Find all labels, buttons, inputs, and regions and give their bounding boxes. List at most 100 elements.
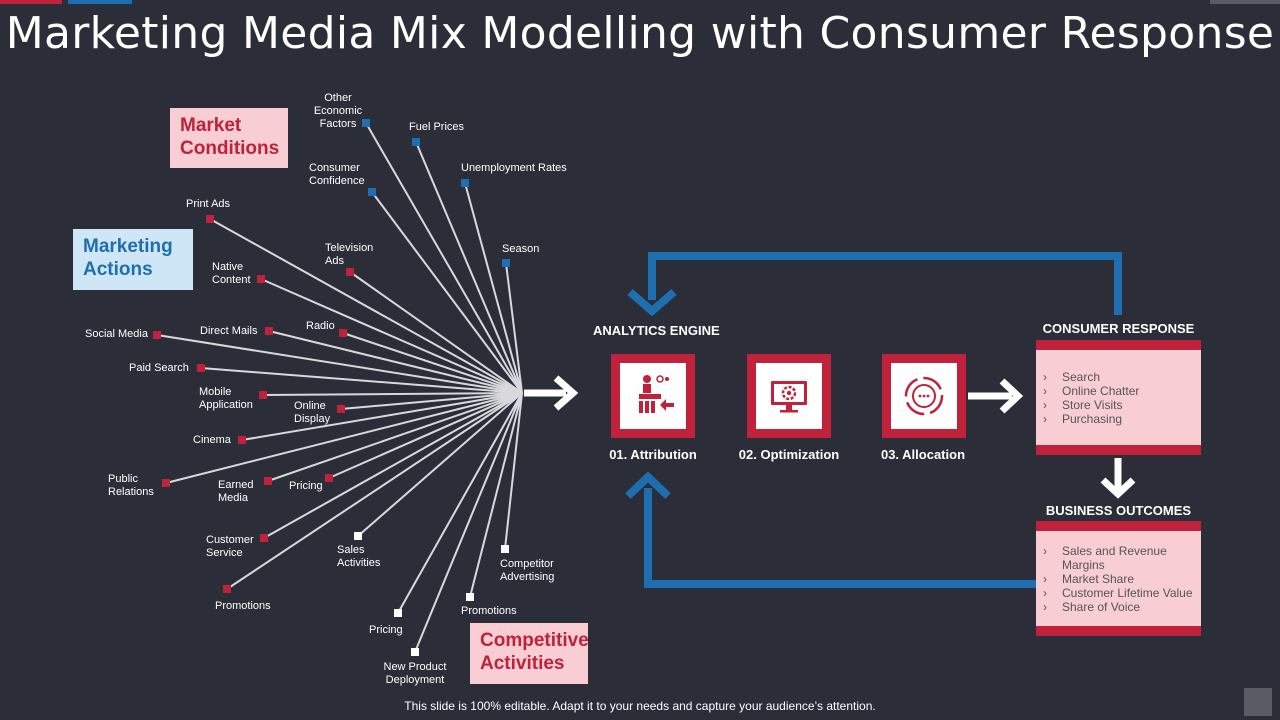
consumer-response-heading: CONSUMER RESPONSE: [1042, 321, 1195, 336]
marketing-wire: [340, 392, 523, 410]
attribution-icon: [620, 363, 686, 429]
optimization-label: 02. Optimization: [738, 447, 840, 462]
node-label-television-ads: Television Ads: [325, 242, 374, 267]
marketing-wire: [349, 271, 523, 394]
competitive-marker: [411, 648, 419, 656]
node-label-customer-service: Customer Service: [206, 534, 254, 559]
business-outcomes-panel: ›Sales and Revenue Margins ›Market Share…: [1036, 521, 1201, 636]
list-item: ›Online Chatter: [1043, 384, 1140, 398]
panel-top-band: [1036, 521, 1201, 531]
marketing-marker: [337, 405, 345, 413]
marketing-marker: [325, 474, 333, 482]
top-accent-blue: [68, 0, 132, 4]
marketing-wire: [267, 392, 523, 482]
list-item: ›Search: [1043, 370, 1101, 384]
market-conditions-box: Market Conditions: [170, 108, 288, 168]
list-item: ›Share of Voice: [1043, 600, 1141, 614]
node-label-promotions-marketing: Promotions: [215, 600, 271, 612]
marketing-marker: [260, 534, 268, 542]
node-label-public-relations: Public Relations: [108, 473, 154, 498]
marketing-wire: [262, 392, 523, 396]
marketing-marker: [162, 479, 170, 487]
node-label-paid-search: Paid Search: [129, 362, 189, 374]
marketing-marker: [206, 215, 214, 223]
market-wire: [365, 122, 523, 394]
marketing-marker: [197, 364, 205, 372]
allocation-label: 03. Allocation: [880, 447, 966, 462]
marketing-marker: [238, 436, 246, 444]
allocation-card: [882, 354, 966, 438]
monitor-gear-icon: [756, 363, 822, 429]
hub-arrow-head: [553, 375, 579, 411]
competitive-wire: [469, 392, 523, 598]
node-label-competitor-advertising: Competitor Advertising: [500, 558, 555, 583]
node-label-social-media: Social Media: [85, 328, 148, 340]
feedback-loop-bottom-head: [625, 471, 671, 499]
marketing-wire: [200, 367, 523, 394]
node-label-direct-mails: Direct Mails: [200, 325, 258, 337]
list-item: ›Purchasing: [1043, 412, 1123, 426]
node-label-promotions-competitive: Promotions: [461, 605, 517, 617]
optimization-card: [747, 354, 831, 438]
allocation-arrow-head: [999, 378, 1024, 414]
marketing-wire: [226, 392, 523, 590]
marketing-marker: [264, 477, 272, 485]
competitive-marker: [501, 545, 509, 553]
list-item: ›Sales and Revenue Margins: [1043, 544, 1167, 572]
competitive-marker: [394, 609, 402, 617]
node-label-earned-media: Earned Media: [218, 479, 254, 504]
node-label-pricing-marketing: Pricing: [289, 480, 323, 492]
market-marker: [362, 119, 370, 127]
node-label-online-display: Online Display: [294, 400, 331, 425]
list-item: ›Market Share: [1043, 572, 1135, 586]
marketing-marker: [257, 275, 265, 283]
page-title: Marketing Media Mix Modelling with Consu…: [5, 8, 1275, 59]
footer-note: This slide is 100% editable. Adapt it to…: [404, 699, 876, 713]
competitive-marker: [466, 593, 474, 601]
node-label-native-content: Native Content: [212, 261, 251, 286]
cycle-icon: [891, 363, 957, 429]
attribution-label: 01. Attribution: [609, 447, 697, 462]
node-label-pricing-competitive: Pricing: [369, 624, 403, 636]
corner-square: [1244, 688, 1272, 716]
competitive-marker: [354, 532, 362, 540]
node-label-cinema: Cinema: [193, 434, 231, 446]
node-label-print-ads: Print Ads: [186, 198, 231, 210]
market-wire: [505, 262, 523, 394]
attribution-card: [611, 354, 695, 438]
node-label-mobile-application: Mobile Application: [199, 386, 253, 411]
feedback-loop-bottom: [644, 488, 1036, 588]
panel-bottom-band: [1036, 626, 1201, 636]
down-arrow-head: [1100, 477, 1136, 499]
marketing-actions-box: Marketing Actions: [73, 229, 193, 290]
marketing-marker: [153, 331, 161, 339]
competitive-wire: [357, 392, 523, 537]
marketing-marker: [259, 391, 267, 399]
market-wire: [415, 141, 523, 394]
competitive-wire: [397, 392, 523, 614]
node-label-consumer-confidence: Consumer Confidence: [309, 162, 365, 187]
market-marker: [461, 179, 469, 187]
marketing-wire: [156, 334, 523, 394]
node-label-new-product-deployment: New Product Deployment: [383, 661, 447, 686]
feedback-loop-top: [648, 252, 1122, 315]
top-accent-gray: [1210, 0, 1280, 4]
marketing-wire: [241, 392, 523, 441]
analytics-engine-heading: ANALYTICS ENGINE: [593, 323, 720, 338]
marketing-wire: [165, 392, 523, 484]
marketing-marker: [346, 268, 354, 276]
marketing-wire: [260, 278, 523, 394]
marketing-wire: [209, 218, 523, 394]
top-accent-red: [0, 0, 62, 4]
competitive-activities-box: Competitive Activities: [470, 623, 589, 684]
market-marker: [368, 188, 376, 196]
node-label-unemployment-rates: Unemployment Rates: [461, 162, 567, 174]
list-item: ›Store Visits: [1043, 398, 1123, 412]
feedback-loop-top-head: [627, 288, 677, 317]
market-wire: [464, 182, 523, 394]
marketing-wire: [328, 392, 523, 479]
marketing-marker: [265, 327, 273, 335]
node-label-radio: Radio: [306, 320, 335, 332]
node-label-fuel-prices: Fuel Prices: [409, 121, 465, 133]
